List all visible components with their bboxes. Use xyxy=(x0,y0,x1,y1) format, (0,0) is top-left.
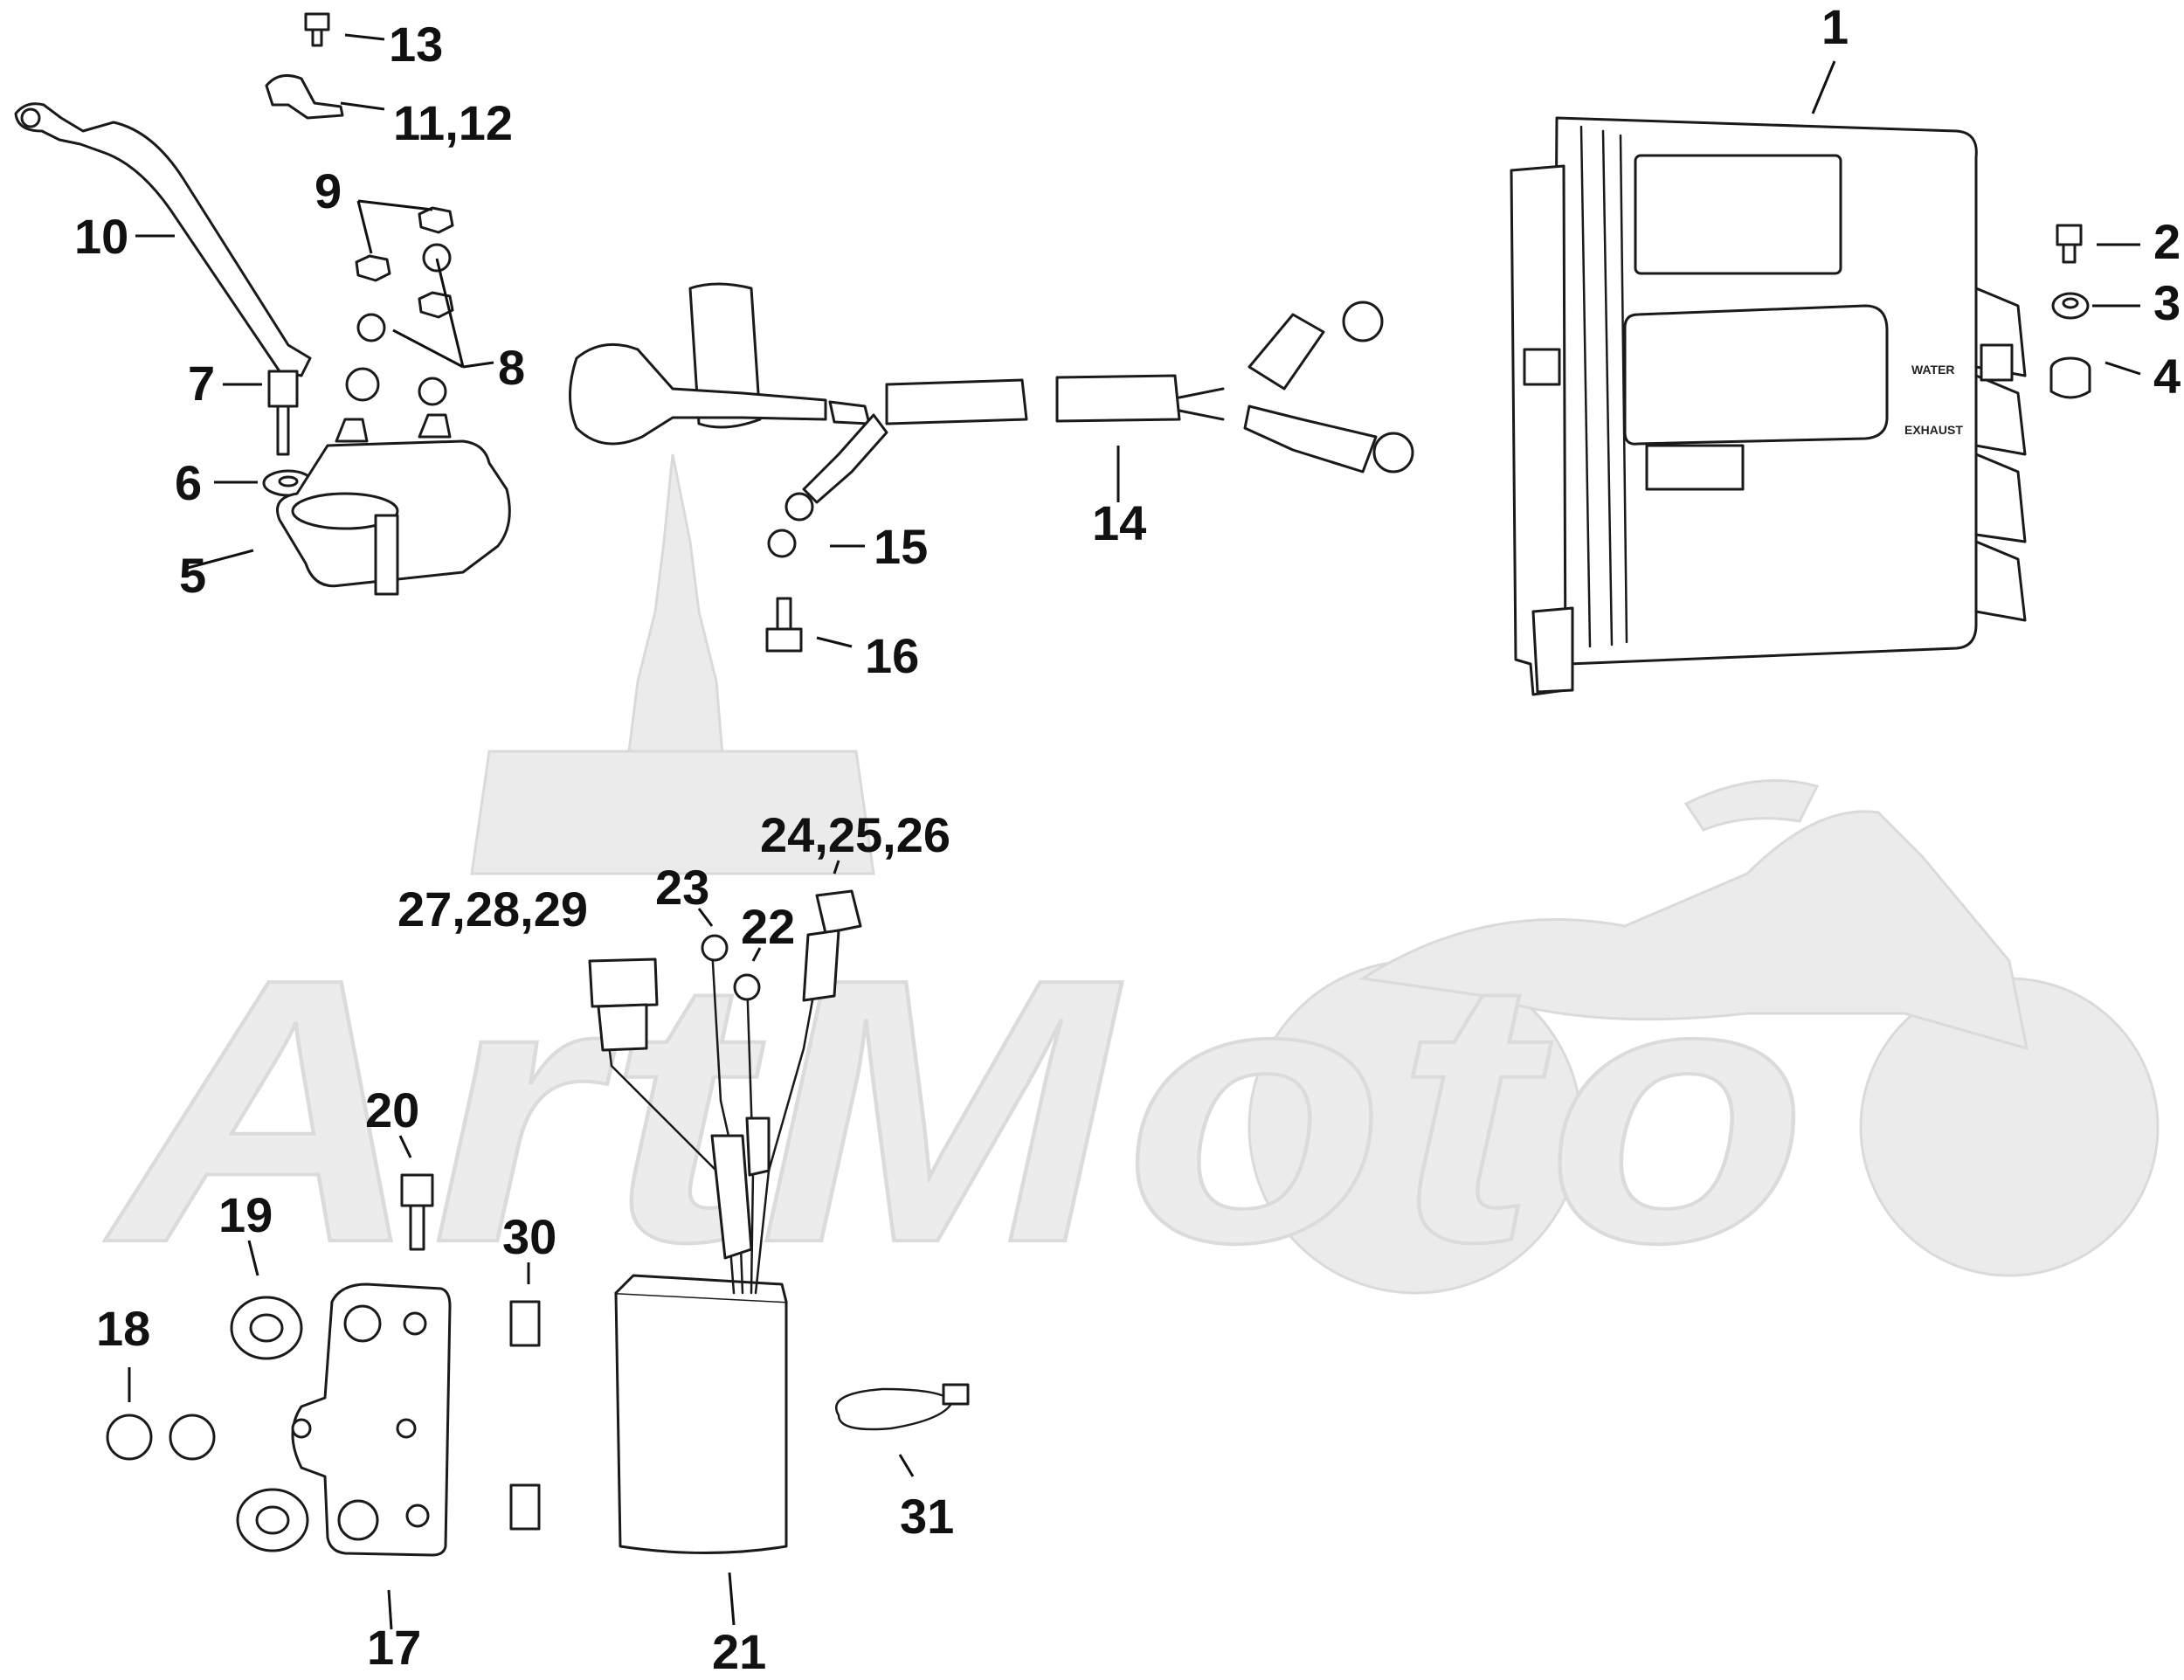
callout-7: 7 xyxy=(188,356,215,411)
watermark-logo: ArtMoto xyxy=(99,453,2160,1323)
callout-11-12: 11,12 xyxy=(393,95,513,150)
callout-18: 18 xyxy=(96,1301,150,1356)
callout-8: 8 xyxy=(498,340,525,395)
callout-4: 4 xyxy=(2153,349,2181,404)
watermark-text: ArtMoto xyxy=(100,902,1817,1321)
module-label-exhaust: EXHAUST xyxy=(1904,423,1963,437)
cable-harness xyxy=(569,282,1414,653)
callout-24-25-26: 24,25,26 xyxy=(760,807,950,862)
callout-20: 20 xyxy=(365,1082,419,1137)
callout-3: 3 xyxy=(2153,275,2181,330)
callout-2: 2 xyxy=(2153,214,2181,269)
callout-9: 9 xyxy=(314,163,342,218)
callout-10: 10 xyxy=(74,209,128,264)
callout-27-28-29: 27,28,29 xyxy=(397,881,588,937)
callout-labels: 1 2 3 4 5 6 7 8 9 10 11,12 13 14 15 16 1… xyxy=(74,0,2181,1679)
callout-6: 6 xyxy=(175,455,202,510)
callout-16: 16 xyxy=(865,628,919,683)
module-label-water: WATER xyxy=(1911,363,1955,377)
callout-30: 30 xyxy=(502,1209,556,1264)
callout-21: 21 xyxy=(712,1624,766,1679)
callout-19: 19 xyxy=(218,1187,273,1242)
callout-22: 22 xyxy=(741,899,795,954)
callout-5: 5 xyxy=(179,548,206,603)
solenoid-assembly xyxy=(14,12,511,596)
module-hardware xyxy=(2049,224,2091,399)
control-module: WATER EXHAUST xyxy=(1510,116,2027,696)
callout-17: 17 xyxy=(367,1620,421,1675)
regulator-assembly xyxy=(106,889,970,1557)
callout-1: 1 xyxy=(1821,0,1849,54)
callout-31: 31 xyxy=(900,1489,954,1544)
callout-13: 13 xyxy=(389,17,443,72)
callout-14: 14 xyxy=(1092,495,1146,550)
callout-15: 15 xyxy=(874,519,928,574)
leader-lines xyxy=(128,33,2141,1630)
callout-23: 23 xyxy=(655,860,709,915)
